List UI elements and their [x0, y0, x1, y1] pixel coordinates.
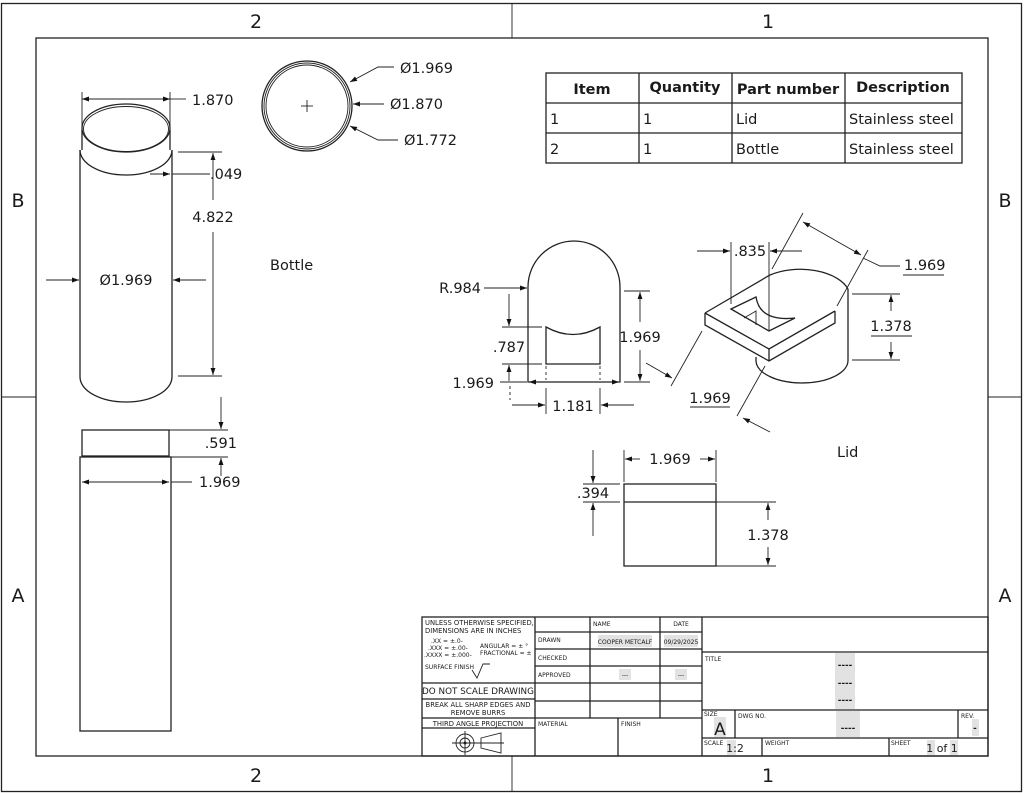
- tb-do-not-scale: DO NOT SCALE DRAWING: [422, 687, 534, 697]
- bottle-wall-dim: .049: [210, 167, 242, 183]
- tb-title-label: TITLE: [704, 656, 721, 663]
- tb-note-line1: UNLESS OTHERWISE SPECIFIED,: [425, 619, 534, 627]
- tb-sheet-label: SHEET: [891, 740, 911, 747]
- tb-col-name: NAME: [593, 621, 611, 628]
- bom-row2-item: 2: [550, 142, 559, 158]
- zone-left-a: A: [12, 585, 25, 607]
- zone-labels: 2 1 2 1 B A B A: [11, 11, 1011, 787]
- tb-drawn-name: COOPER METCALF: [598, 639, 653, 646]
- tb-title-line1: ----: [838, 661, 853, 671]
- tb-rev-label: REV.: [961, 713, 974, 720]
- bottle-inner-diameter-dim: Ø1.772: [404, 133, 457, 149]
- lid-front-view: R.984 .787 1.969 1.969 1.181: [439, 240, 661, 415]
- tb-size-label: SIZE: [704, 711, 718, 718]
- tb-tol-xxx: .XXX = ±.00-: [428, 645, 468, 652]
- tb-angular: ANGULAR = ± °: [480, 643, 528, 650]
- zone-right-b: B: [998, 190, 1011, 212]
- tb-tol-xxxx: .XXXX = ±.000-: [424, 652, 472, 659]
- lid-side-height-dim: 1.378: [747, 528, 789, 544]
- zone-bottom-2: 2: [250, 765, 262, 787]
- tb-dwg-no-value: ----: [841, 724, 856, 734]
- tb-note-line2: DIMENSIONS ARE IN INCHES: [425, 627, 521, 635]
- bottle-diameter-dim: Ø1.969: [100, 273, 153, 289]
- lid-height-dim: 1.969: [619, 330, 661, 346]
- tb-scale-value: 1:2: [726, 742, 744, 755]
- tb-row-approved: APPROVED: [538, 672, 571, 679]
- bom-row1-item: 1: [550, 112, 559, 128]
- zone-top-1: 1: [762, 11, 774, 33]
- tb-material-label: MATERIAL: [538, 721, 568, 728]
- bottle-top-view: Ø1.969 Ø1.870 Ø1.772: [261, 60, 457, 152]
- tb-row-drawn: DRAWN: [538, 637, 561, 644]
- bottle-side-view: .591 1.969: [79, 397, 241, 732]
- lid-iso-view: .835 1.969 1.378 1.969: [645, 212, 946, 433]
- lid-iso-width-dim: 1.969: [689, 391, 731, 407]
- bottle-view-label: Bottle: [270, 258, 313, 274]
- lid-slot-dim: .835: [734, 244, 766, 260]
- lid-radius-dim: R.984: [439, 281, 481, 297]
- tb-dwg-no-label: DWG NO.: [738, 713, 766, 720]
- bom-row1-part: Lid: [736, 112, 757, 128]
- tb-title-line3: ----: [838, 696, 853, 706]
- tb-surface-finish: SURFACE FINISH: [425, 664, 474, 671]
- bom-header-item: Item: [573, 82, 610, 98]
- bom-header-quantity: Quantity: [649, 80, 721, 96]
- bom-header-part-number: Part number: [737, 82, 840, 98]
- tb-weight-label: WEIGHT: [765, 740, 790, 747]
- bom-header-description: Description: [856, 80, 950, 96]
- tb-row-checked: CHECKED: [538, 655, 567, 662]
- surface-finish-icon: [471, 663, 490, 679]
- lid-side-view: 1.969 .394 1.378: [577, 450, 789, 567]
- bottle-height-dim: 4.822: [192, 210, 234, 226]
- bom-row1-quantity: 1: [643, 112, 652, 128]
- bottle-neck-height-dim: .591: [205, 436, 237, 452]
- bottle-outer-diameter-dim: Ø1.969: [400, 61, 453, 77]
- tb-fractional: FRACTIONAL = ±: [480, 650, 532, 657]
- tb-title-line2: ----: [838, 679, 853, 689]
- tb-col-date: DATE: [673, 621, 689, 628]
- tb-break-edges-1: BREAK ALL SHARP EDGES AND: [426, 701, 531, 709]
- bom-row2-description: Stainless steel: [849, 142, 954, 158]
- tb-approved-date: ---: [678, 672, 685, 679]
- lid-flange-dim: .394: [577, 486, 609, 502]
- zone-left-b: B: [11, 190, 24, 212]
- zone-right-a: A: [999, 585, 1012, 607]
- bom-row1-description: Stainless steel: [849, 112, 954, 128]
- tb-break-edges-2: REMOVE BURRS: [451, 709, 506, 717]
- tb-sheet-value: 1 of 1: [926, 742, 958, 755]
- lid-recess-depth-dim: .787: [493, 340, 525, 356]
- tb-size-value: A: [714, 720, 726, 740]
- title-block: UNLESS OTHERWISE SPECIFIED, DIMENSIONS A…: [421, 616, 989, 757]
- bottle-side-width-dim: 1.969: [199, 475, 241, 491]
- tb-approved-name: ---: [622, 672, 629, 679]
- zone-top-2: 2: [250, 11, 262, 33]
- zone-bottom-1: 1: [762, 765, 774, 787]
- bottle-mid-diameter-dim: Ø1.870: [390, 97, 443, 113]
- tb-rev-value: -: [973, 724, 977, 734]
- tb-finish-label: FINISH: [621, 721, 641, 728]
- lid-base-dim: 1.969: [452, 376, 494, 392]
- tb-tol-xx: .XX = ±.0-: [431, 638, 463, 645]
- lid-view-label: Lid: [837, 445, 858, 461]
- bom-row2-part: Bottle: [736, 142, 779, 158]
- tb-projection: THIRD ANGLE PROJECTION: [432, 720, 523, 728]
- tb-drawn-date: 09/29/2025: [664, 639, 699, 646]
- bom-row2-quantity: 1: [643, 142, 652, 158]
- bottle-top-diameter-dim: 1.870: [192, 93, 234, 109]
- lid-iso-height-dim: 1.378: [870, 319, 912, 335]
- lid-length-dim: 1.969: [904, 258, 946, 274]
- bottle-iso-view: 1.870 .049 4.822 Ø1.969: [46, 92, 242, 403]
- tb-scale-label: SCALE: [704, 740, 723, 747]
- lid-side-width-dim: 1.969: [649, 452, 691, 468]
- lid-recess-width-dim: 1.181: [552, 399, 594, 415]
- bom-table: Item Quantity Part number Description 1 …: [545, 72, 963, 164]
- third-angle-projection-icon: [452, 731, 504, 755]
